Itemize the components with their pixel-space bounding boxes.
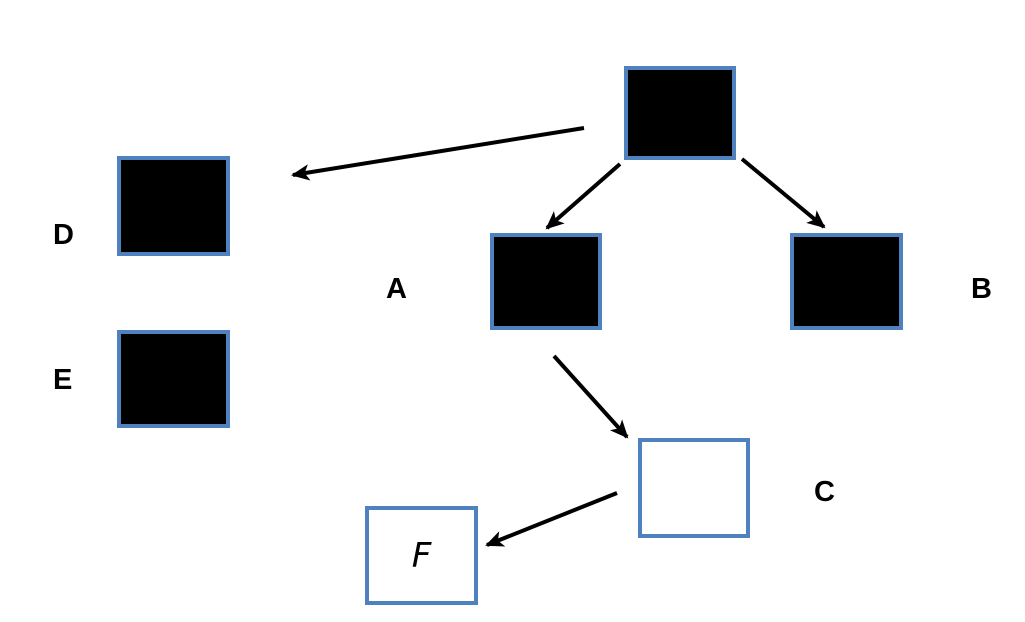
node-label-b: B	[971, 273, 992, 305]
edge-c-to-f	[485, 491, 618, 547]
node-label-d: D	[53, 219, 74, 251]
edge-a-to-c	[552, 354, 629, 439]
node-e[interactable]	[117, 330, 230, 428]
node-f[interactable]: F	[365, 506, 478, 605]
node-label-e: E	[53, 364, 73, 396]
node-a[interactable]	[490, 233, 602, 330]
node-f-text: F	[411, 535, 432, 576]
node-b[interactable]	[790, 233, 903, 330]
edge-root-to-d	[291, 126, 585, 181]
node-c[interactable]	[638, 438, 750, 538]
node-label-c: C	[814, 476, 835, 508]
node-root[interactable]	[624, 66, 736, 160]
edge-root-to-a	[545, 162, 622, 230]
edge-root-to-b	[740, 157, 826, 229]
node-label-a: A	[386, 273, 407, 305]
node-d[interactable]	[117, 156, 230, 256]
